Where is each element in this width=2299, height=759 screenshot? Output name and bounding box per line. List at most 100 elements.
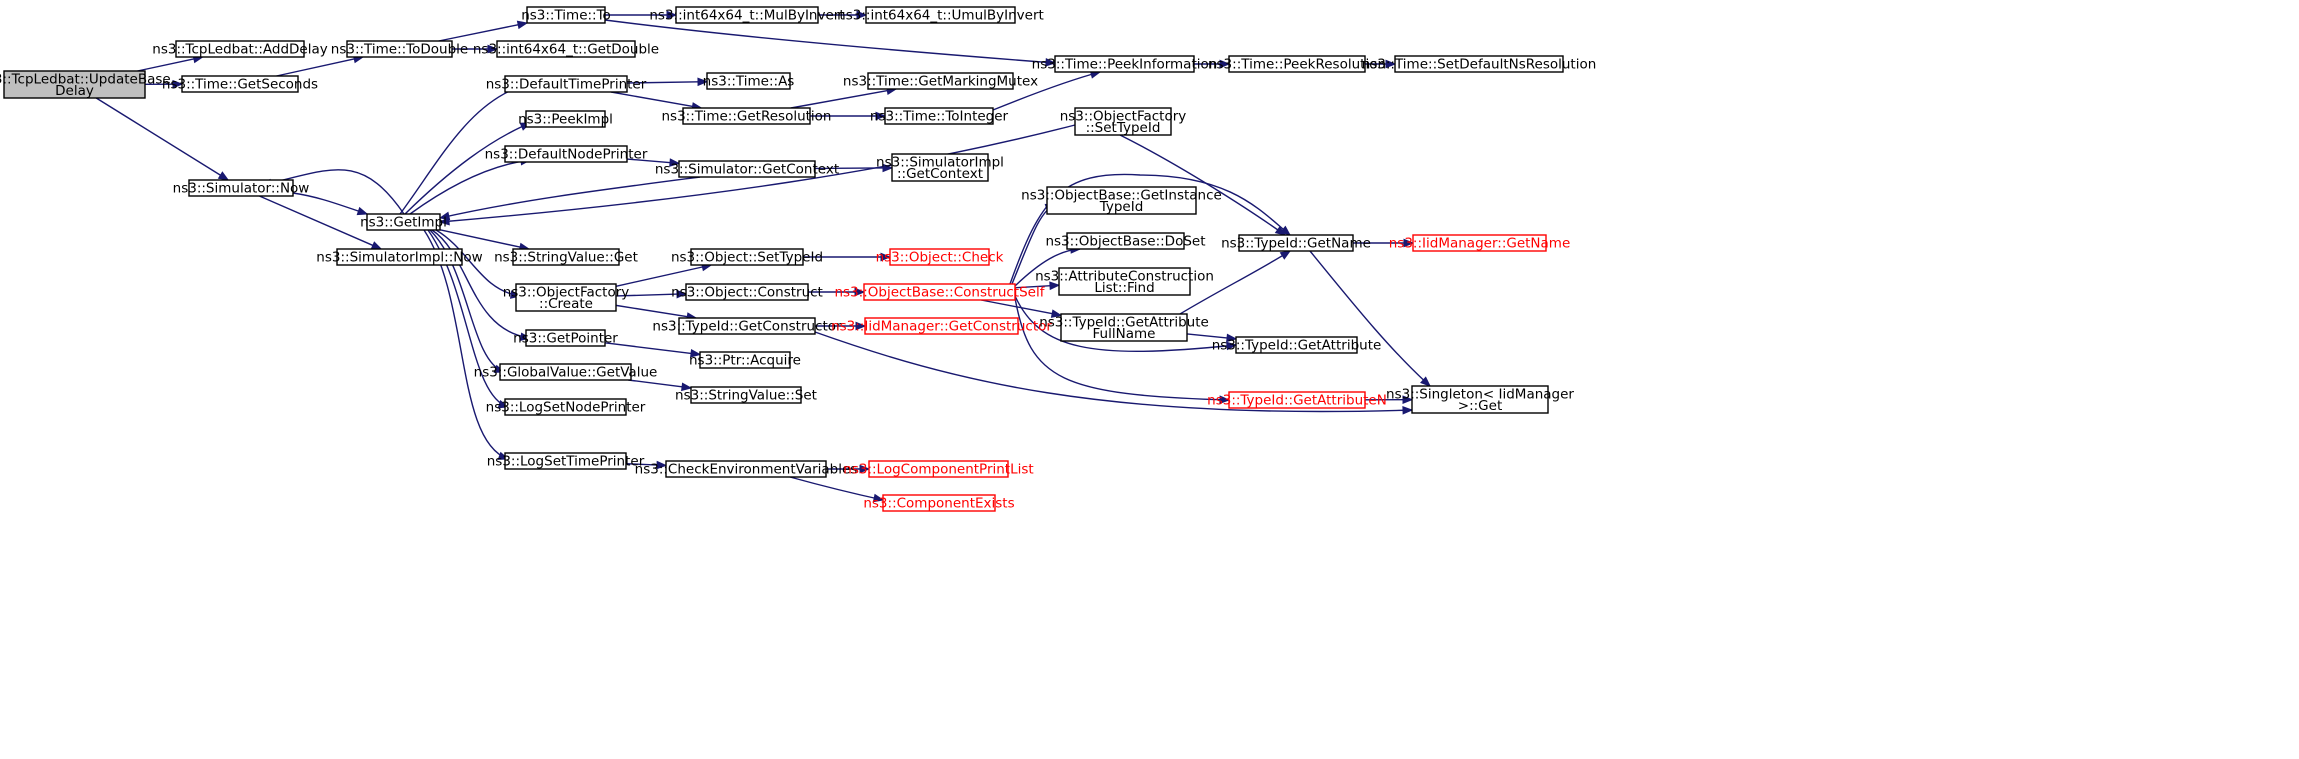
node-TypeIdGetName[interactable]: ns3::TypeId::GetName — [1221, 234, 1371, 252]
node-GVGetValue[interactable]: ns3::GlobalValue::GetValue — [474, 363, 658, 381]
node-GetMarkingMutex[interactable]: ns3::Time::GetMarkingMutex — [843, 72, 1038, 90]
node-MulByInvert[interactable]: ns3::int64x64_t::MulByInvert — [649, 6, 845, 24]
node-PeekImpl[interactable]: ns3::PeekImpl — [518, 110, 613, 128]
node-box — [868, 460, 1009, 478]
node-box — [867, 72, 1014, 90]
edge-TypeIdGetName-to-IidGetName — [1353, 238, 1415, 248]
node-label: ns3::Simulator::GetContext — [655, 162, 839, 178]
node-ToDouble[interactable]: ns3::Time::ToDouble — [331, 40, 468, 58]
node-box — [504, 75, 628, 93]
node-SimNow[interactable]: ns3::Simulator::Now — [173, 179, 310, 197]
node-LogSetNodePrinter[interactable]: ns3::LogSetNodePrinter — [486, 398, 646, 416]
edge-PeekInformation-to-PeekResolution — [1194, 59, 1231, 69]
node-label: ns3::TypeId::GetName — [1221, 236, 1371, 252]
node-box — [346, 40, 453, 58]
edge-GetImpl-to-PeekImpl — [404, 122, 532, 215]
node-label: ns3::LogComponentPrintList — [843, 462, 1033, 478]
node-GetSeconds[interactable]: ns3::Time::GetSeconds — [162, 75, 318, 93]
node-box — [512, 248, 620, 266]
node-ConstructSelf[interactable]: ns3::ObjectBase::ConstructSelf — [835, 283, 1046, 301]
node-StringValueGet[interactable]: ns3::StringValue::Get — [494, 248, 638, 266]
node-label: ns3::GetPointer — [513, 331, 618, 347]
node-label: ns3::TcpLedbat::AddDelay — [152, 42, 327, 58]
node-box — [526, 6, 606, 24]
node-ObjCheck[interactable]: ns3::Object::Check — [876, 248, 1004, 266]
node-GetAttributeN[interactable]: ns3::TypeId::GetAttributeN — [1207, 391, 1387, 409]
node-box — [181, 75, 299, 93]
node-PeekInformation[interactable]: ns3::Time::PeekInformation — [1032, 55, 1218, 73]
node-GetConstructor[interactable]: ns3::TypeId::GetConstructor — [652, 317, 842, 335]
edge-ObjConstruct-to-ConstructSelf — [808, 287, 866, 297]
node-ToInteger[interactable]: ns3::Time::ToInteger — [870, 107, 1009, 125]
node-label: ns3::int64x64_t::GetDouble — [473, 42, 659, 58]
node-box — [682, 107, 811, 125]
node-SimImplNow[interactable]: ns3::SimulatorImpl::Now — [316, 248, 483, 266]
node-label: ns3::Time::GetSeconds — [162, 77, 318, 93]
node-LogComponentPrintList[interactable]: ns3::LogComponentPrintList — [843, 460, 1034, 478]
node-GetAttribute[interactable]: ns3::TypeId::GetAttribute — [1212, 336, 1382, 354]
node-PtrAcquire[interactable]: ns3::Ptr::Acquire — [689, 351, 801, 369]
node-PeekResolution[interactable]: ns3::Time::PeekResolution — [1208, 55, 1386, 73]
node-box — [699, 351, 791, 369]
node-GetPointer[interactable]: ns3::GetPointer — [513, 329, 618, 347]
edge-GetConstructor-to-SingletonGet — [814, 331, 1414, 415]
node-OFCreate[interactable]: ns3::ObjectFactory::Create — [503, 283, 630, 312]
node-TimeTo[interactable]: ns3::Time::To — [521, 6, 611, 24]
node-box — [1394, 55, 1564, 73]
node-SetDefaultNsResolution[interactable]: ns3::Time::SetDefaultNsResolution — [1362, 55, 1597, 73]
node-IidGetName[interactable]: ns3::IidManager::GetName — [1389, 234, 1571, 252]
node-UmulByInvert[interactable]: ns3::int64x64_t::UmulByInvert — [837, 6, 1044, 24]
edge-OFSetTypeId-to-TypeIdGetName — [1119, 134, 1287, 236]
node-label: ns3::Time::GetResolution — [661, 109, 831, 125]
node-label: ::SetTypeId — [1086, 120, 1161, 136]
node-box — [1411, 385, 1549, 414]
edge-CheckEnvVars-to-ComponentExists — [789, 476, 885, 503]
node-AddDelay[interactable]: ns3::TcpLedbat::AddDelay — [152, 40, 328, 58]
node-DefaultTimePrinter[interactable]: ns3::DefaultTimePrinter — [486, 75, 647, 93]
edge-ObjSetTypeId-to-ObjCheck — [803, 252, 892, 262]
node-DefaultNodePrinter[interactable]: ns3::DefaultNodePrinter — [485, 145, 648, 163]
edge-DefaultTimePrinter-to-TimeAs — [626, 77, 709, 87]
node-label: ns3::Object::SetTypeId — [671, 250, 823, 266]
node-label: ns3::Object::Construct — [671, 285, 823, 301]
node-label: ns3::Time::To — [521, 8, 611, 24]
node-label: ns3::DefaultNodePrinter — [485, 147, 648, 163]
node-LogSetTimePrinter[interactable]: ns3::LogSetTimePrinter — [487, 452, 645, 470]
node-label: ns3::int64x64_t::MulByInvert — [649, 8, 844, 24]
node-SimGetContext[interactable]: ns3::Simulator::GetContext — [655, 160, 839, 178]
node-ObjSetTypeId[interactable]: ns3::Object::SetTypeId — [671, 248, 823, 266]
edge-GetAttributeFullName-to-GetAttribute — [1186, 333, 1238, 343]
node-label: ns3::SimulatorImpl::Now — [316, 250, 482, 266]
node-label: ns3::int64x64_t::UmulByInvert — [837, 8, 1044, 24]
node-StringValueSet[interactable]: ns3::StringValue::Set — [675, 386, 817, 404]
node-SingletonGet[interactable]: ns3::Singleton< IidManager>::Get — [1386, 385, 1574, 414]
node-SimImplGetContext[interactable]: ns3::SimulatorImpl::GetContext — [876, 153, 1004, 182]
node-DoSet[interactable]: ns3::ObjectBase::DoSet — [1045, 232, 1206, 250]
node-box — [1074, 107, 1172, 136]
edge-GetAttributeN-to-SingletonGet — [1364, 395, 1414, 405]
node-box — [1066, 232, 1185, 250]
node-IidGetConstructor[interactable]: ns3::IidManager::GetConstructor — [831, 317, 1052, 335]
node-OFSetTypeId[interactable]: ns3::ObjectFactory::SetTypeId — [1060, 107, 1187, 136]
edge-DefaultNodePrinter-to-SimGetContext — [626, 158, 681, 167]
node-label: FullName — [1093, 326, 1156, 342]
node-TimeAs[interactable]: ns3::Time::As — [703, 72, 795, 90]
node-CheckEnvVars[interactable]: ns3::CheckEnvironmentVariables — [635, 460, 858, 478]
node-GetImpl[interactable]: ns3::GetImpl — [360, 213, 447, 231]
node-label: List::Find — [1094, 280, 1154, 296]
node-GetDouble[interactable]: ns3::int64x64_t::GetDouble — [473, 40, 659, 58]
node-label: ns3::ComponentExists — [863, 496, 1014, 512]
node-label: ns3::Simulator::Now — [173, 181, 310, 197]
node-ObjConstruct[interactable]: ns3::Object::Construct — [671, 283, 823, 301]
node-box — [1228, 55, 1366, 73]
edge-DefaultTimePrinter-to-GetResolution — [611, 91, 703, 111]
node-label: TypeId — [1099, 199, 1144, 215]
node-ComponentExists[interactable]: ns3::ComponentExists — [863, 494, 1015, 512]
node-GetResolution[interactable]: ns3::Time::GetResolution — [661, 107, 832, 125]
node-box — [884, 107, 994, 125]
